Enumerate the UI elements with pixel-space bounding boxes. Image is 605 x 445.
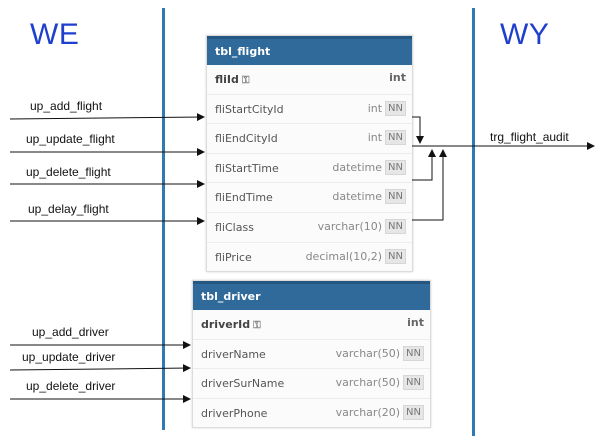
table-row: driverName varchar(50)NN xyxy=(193,338,430,369)
column-name-text: fliStartTime xyxy=(215,161,279,175)
column-name: driverId⚿ xyxy=(201,318,261,331)
proc-label: up_delete_flight xyxy=(26,165,111,179)
column-type: varchar(50) xyxy=(335,346,401,360)
column-name: driverPhone xyxy=(201,407,267,420)
column-name-text: driverId xyxy=(201,318,251,331)
column-name: fliId⚿ xyxy=(215,73,250,86)
column-name-text: fliId xyxy=(215,73,239,86)
column-type: int xyxy=(367,101,383,115)
column-name: fliEndCityId xyxy=(215,132,278,145)
table-row: driverPhone varchar(20)NN xyxy=(193,397,430,428)
driver-table: tbl_driver driverId⚿ int driverName varchar… xyxy=(192,280,431,429)
column-name-text: driverName xyxy=(201,347,266,361)
column-meta: int xyxy=(407,316,424,329)
table-row: fliPrice decimal(10,2)NN xyxy=(207,241,412,272)
column-meta: int xyxy=(389,71,406,84)
arrow-add-flight xyxy=(9,113,205,122)
table-row: driverId⚿ int xyxy=(193,310,430,339)
table-row: driverSurName varchar(50)NN xyxy=(193,368,430,398)
not-null-badge: NN xyxy=(385,130,406,146)
proc-label: up_delete_driver xyxy=(26,379,116,393)
column-type: datetime xyxy=(332,160,383,174)
proc-label: up_update_flight xyxy=(26,132,115,146)
primary-key-icon: ⚿ xyxy=(253,320,261,331)
column-meta: varchar(50)NN xyxy=(335,345,424,361)
flight-table-title: tbl_flight xyxy=(207,36,412,65)
primary-key-icon: ⚿ xyxy=(241,75,250,86)
column-name: fliPrice xyxy=(215,251,252,264)
column-meta: varchar(20)NN xyxy=(335,404,424,420)
zone-label-left: WE xyxy=(30,18,80,51)
not-null-badge: NN xyxy=(403,375,424,391)
proc-label: up_add_flight xyxy=(30,99,103,113)
proc-label: up_delay_flight xyxy=(28,202,109,216)
column-name-text: driverSurName xyxy=(201,377,285,391)
column-meta: varchar(50)NN xyxy=(335,375,424,391)
column-name: fliStartCityId xyxy=(215,103,284,116)
column-meta: decimal(10,2)NN xyxy=(305,248,406,264)
column-name: driverSurName xyxy=(201,377,284,390)
column-name-text: fliClass xyxy=(215,220,254,234)
not-null-badge: NN xyxy=(403,345,424,361)
column-type: int xyxy=(367,131,383,145)
column-type: decimal(10,2) xyxy=(305,249,383,263)
column-type: int xyxy=(389,71,406,84)
column-type: datetime xyxy=(332,190,383,204)
column-name-text: fliStartCityId xyxy=(215,102,284,116)
proc-label: up_add_driver xyxy=(32,325,109,339)
table-row: fliId⚿ int xyxy=(207,65,412,94)
not-null-badge: NN xyxy=(385,159,406,175)
column-type: varchar(10) xyxy=(317,219,383,233)
column-name: fliClass xyxy=(215,221,254,234)
column-name: driverName xyxy=(201,348,266,361)
column-name-text: fliEndTime xyxy=(215,191,273,205)
divider-right xyxy=(472,8,475,436)
trigger-connector-endcity xyxy=(412,116,424,144)
column-name-text: driverPhone xyxy=(201,406,268,420)
trigger-label: trg_flight_audit xyxy=(490,130,569,144)
not-null-badge: NN xyxy=(385,189,406,205)
column-name: fliStartTime xyxy=(215,162,279,175)
trigger-connector-class xyxy=(412,149,447,221)
column-type: varchar(20) xyxy=(335,405,401,419)
not-null-badge: NN xyxy=(385,218,406,234)
proc-label: up_update_driver xyxy=(22,350,116,364)
column-type: int xyxy=(407,316,424,329)
divider-left xyxy=(162,8,165,430)
column-name: fliEndTime xyxy=(215,191,273,204)
zone-label-right: WY xyxy=(500,18,550,51)
column-meta: varchar(10)NN xyxy=(317,218,406,234)
column-name-text: fliEndCityId xyxy=(215,132,278,146)
not-null-badge: NN xyxy=(403,404,424,420)
column-type: varchar(50) xyxy=(335,376,401,390)
not-null-badge: NN xyxy=(385,248,406,264)
trigger-connector-endtime xyxy=(412,149,436,181)
driver-table-title: tbl_driver xyxy=(193,281,430,310)
table-row: fliClass varchar(10)NN xyxy=(207,211,412,242)
not-null-badge: NN xyxy=(385,100,406,116)
column-name-text: fliPrice xyxy=(215,250,252,264)
arrow-update-driver xyxy=(9,364,191,373)
